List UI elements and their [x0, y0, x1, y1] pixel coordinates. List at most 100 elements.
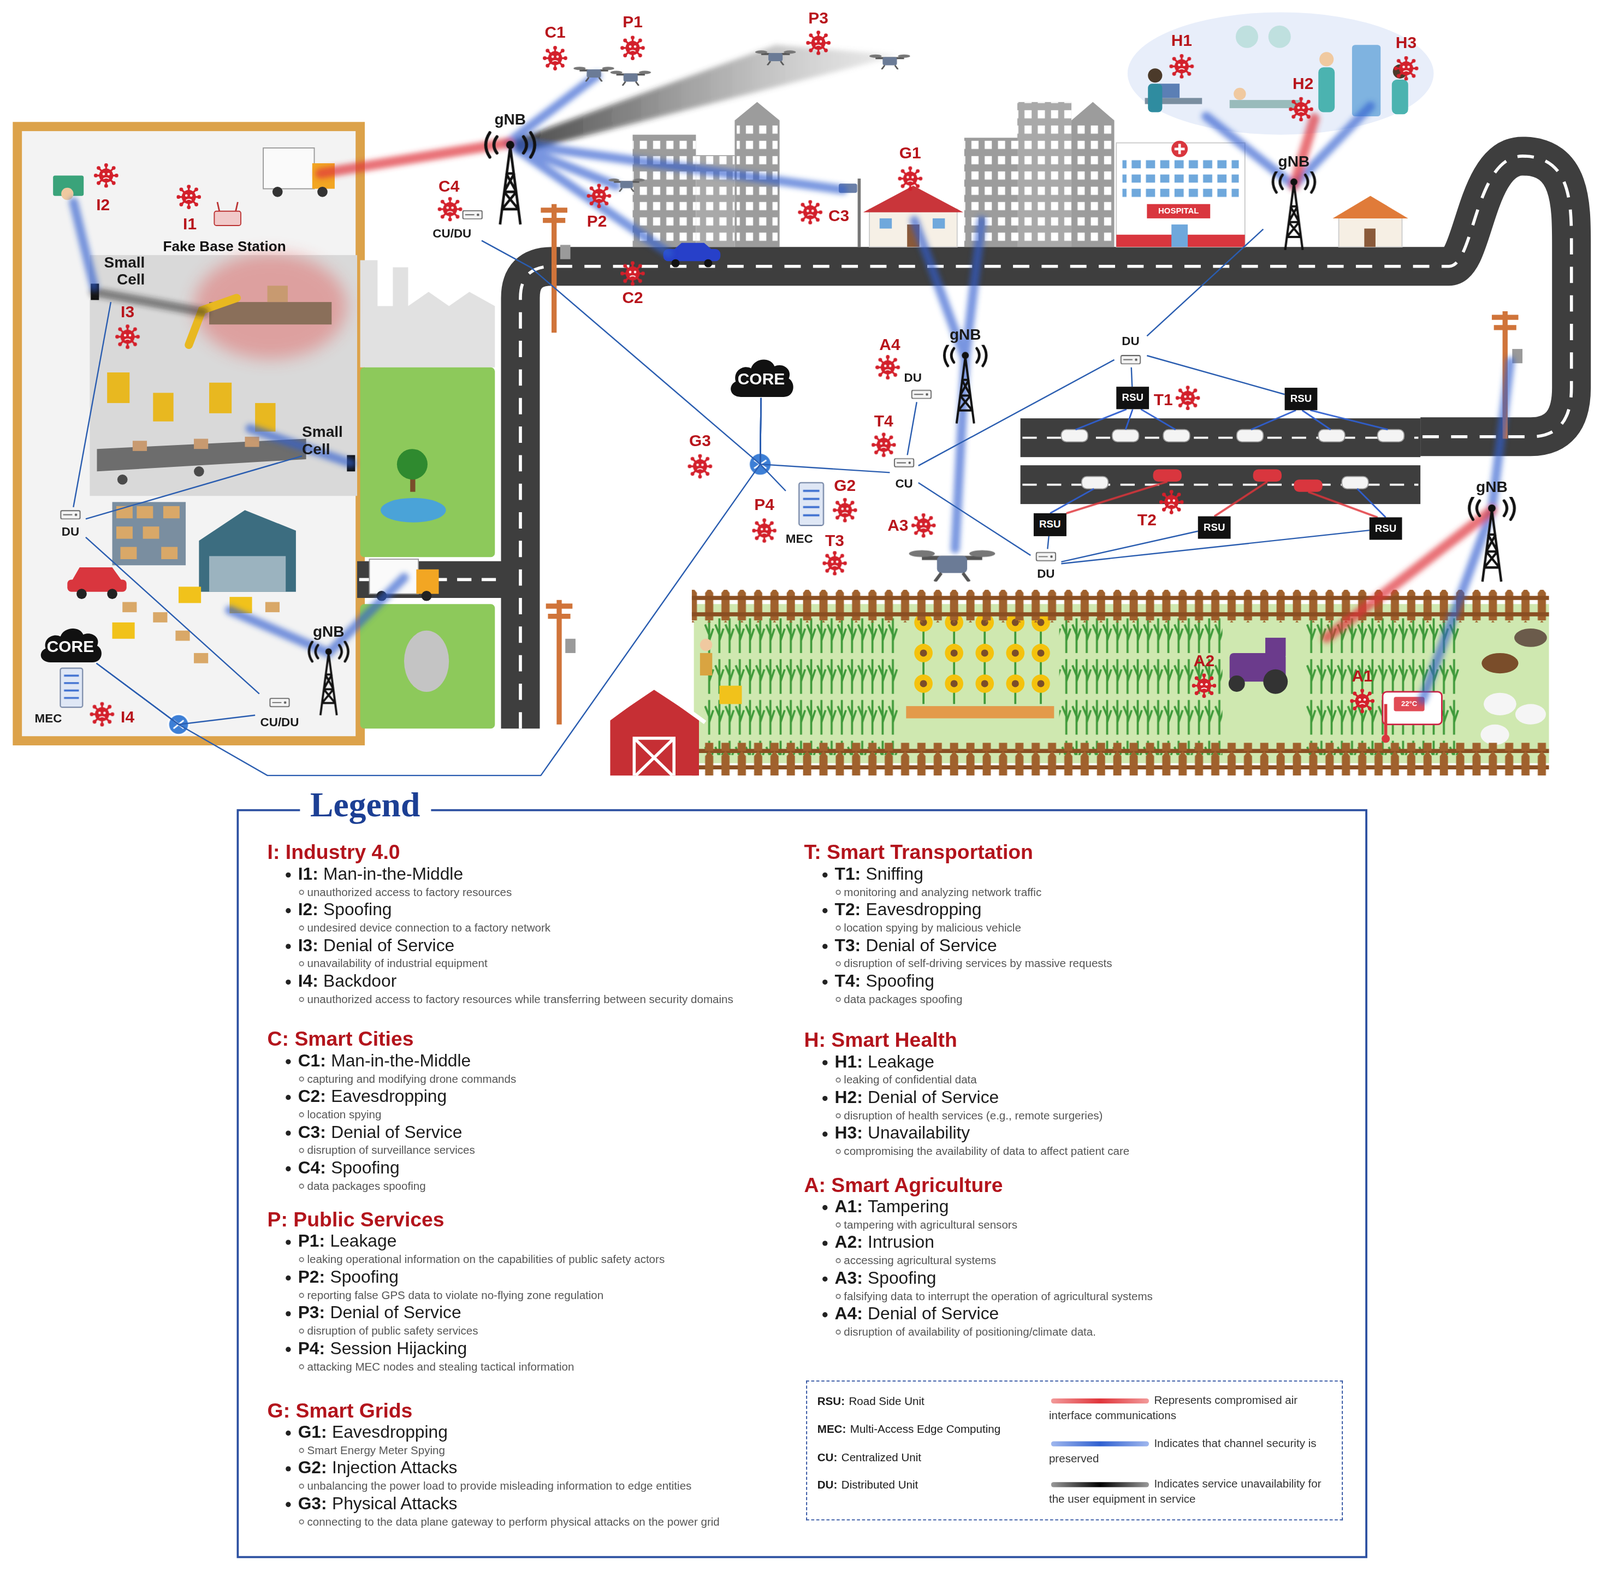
threat-description: data packages spoofing: [843, 992, 963, 1006]
farm: [1515, 703, 1546, 725]
threat-name: Spoofing: [866, 971, 935, 992]
factory-area: [97, 439, 307, 472]
factory-area: [152, 612, 168, 623]
drones: [573, 50, 995, 582]
factory-area: [76, 588, 87, 600]
farm: [691, 589, 1550, 623]
threat-description: disruption of availability of positionin…: [843, 1325, 1096, 1339]
city-buildings: [964, 137, 1018, 247]
sunflowers: [1011, 679, 1019, 687]
factory-area: [244, 436, 259, 448]
threat-name: Unavailability: [867, 1123, 970, 1145]
attack-id: A4: [879, 335, 900, 354]
network-link: [1061, 531, 1198, 562]
sub-bullet: [298, 1075, 304, 1081]
base-station-towers: [309, 641, 349, 716]
city-buildings: [736, 124, 778, 247]
sub-bullet: [298, 960, 304, 966]
attack-id: T4: [874, 412, 894, 431]
bullet-dot: [285, 1165, 290, 1171]
distributed-unit: DU: [55, 507, 86, 541]
drones: [573, 66, 615, 82]
mec-server: MEC: [785, 479, 829, 547]
attack-markers: [115, 324, 140, 349]
factory-area: [71, 567, 123, 582]
attack-markers: [1175, 385, 1201, 411]
network-link: [1131, 367, 1133, 388]
attack-id: H2: [1292, 74, 1314, 93]
threat-name: Man-in-the-Middle: [330, 1051, 471, 1072]
attack-id: A3: [887, 516, 909, 535]
node-label: gNB: [494, 110, 526, 128]
threat-name: Denial of Service: [323, 935, 455, 957]
roads: [1020, 418, 1421, 458]
roads: [1020, 465, 1421, 505]
attack-id: A1: [1351, 667, 1373, 686]
threat-code: P3:: [298, 1303, 325, 1324]
rsu-links: [1251, 410, 1388, 430]
legend-line-sample: [1051, 1440, 1149, 1449]
threat-name: Spoofing: [329, 1267, 399, 1288]
sunflowers: [950, 649, 958, 657]
factory-area: [116, 526, 133, 539]
bullet-dot: [285, 1275, 290, 1280]
factory-area: [136, 506, 153, 519]
bullet-dot: [821, 907, 827, 913]
factory-area: [263, 147, 314, 189]
farm: [1263, 669, 1288, 695]
attack-id: P4: [754, 495, 775, 515]
farm: [1384, 703, 1388, 737]
category-heading: C: Smart Cities: [267, 1027, 414, 1051]
threat-description: accessing agricultural systems: [843, 1253, 997, 1267]
city-buildings: [1071, 102, 1114, 247]
farm: [1059, 616, 1223, 756]
threat-name: Man-in-the-Middle: [323, 864, 464, 885]
threat-name: Denial of Service: [329, 1303, 461, 1324]
attack-markers: [89, 702, 115, 727]
factory-area: [143, 526, 160, 539]
base-station-towers: [485, 132, 535, 225]
bullet-dot: [285, 872, 290, 877]
air-beams: [1293, 118, 1314, 186]
abbreviation-code: CU:: [817, 1450, 838, 1463]
highway-cars: [1318, 429, 1345, 442]
compromised-links: [1066, 481, 1378, 518]
hospital-scene: [1127, 12, 1434, 135]
bullet-dot: [821, 1311, 827, 1317]
farm: [691, 595, 1550, 600]
farm: [609, 689, 699, 776]
mec-servers: [60, 668, 83, 708]
factory-area: [272, 186, 283, 198]
highway-cars: [1081, 476, 1109, 489]
cu-du-unit: CU/DU: [422, 206, 482, 242]
sub-bullet: [298, 1447, 304, 1453]
factory-area: [117, 474, 128, 485]
drones: [608, 178, 645, 192]
attack-markers: [93, 163, 119, 188]
attack-markers: [822, 550, 847, 576]
city-buildings: [1146, 204, 1211, 219]
factory-area: [132, 436, 260, 452]
node-label: MEC: [34, 712, 63, 727]
factory-area: [217, 202, 238, 212]
distributed-unit: DU: [1030, 548, 1062, 582]
city-buildings: [1171, 140, 1188, 158]
core-cloud: CORE: [36, 624, 104, 664]
factory-area: [120, 547, 137, 560]
attack-markers: [89, 30, 1419, 727]
city-buildings: [703, 259, 713, 268]
sunflowers: [905, 613, 1054, 719]
pole-box: [560, 244, 1523, 653]
threat-code: P1:: [298, 1231, 325, 1253]
city-buildings: [863, 185, 964, 213]
highway-cars: [1236, 429, 1264, 442]
node-label: RSU: [1375, 522, 1397, 535]
threat-name: Session Hijacking: [329, 1338, 467, 1360]
threat-description: unauthorized access to factory resources: [306, 885, 512, 899]
bullet-dot: [285, 943, 290, 949]
node-label: gNB: [312, 622, 345, 640]
threat-code: A4:: [834, 1304, 863, 1325]
attack-markers: [542, 45, 568, 71]
sub-bullet: [298, 1111, 304, 1117]
